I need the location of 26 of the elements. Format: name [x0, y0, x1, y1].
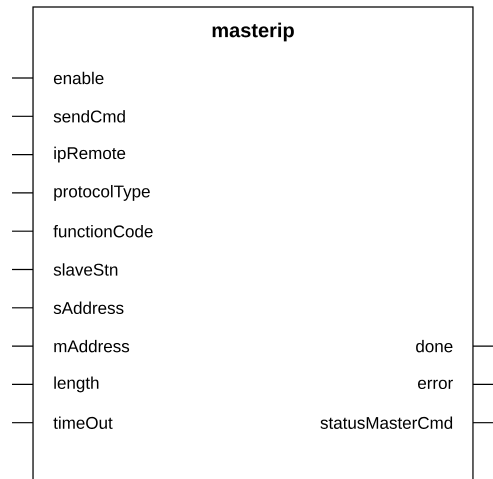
- pin-label: statusMasterCmd: [320, 416, 452, 429]
- pin-line: [473, 346, 493, 347]
- pin-label: mAddress: [54, 340, 130, 352]
- pin-label: slaveStn: [54, 263, 118, 276]
- pin-line: [12, 77, 33, 79]
- pin-label: protocolType: [54, 184, 150, 201]
- pin-line: [12, 192, 33, 194]
- pin-label: sendCmd: [54, 110, 125, 123]
- pin-line: [12, 346, 33, 347]
- pin-line: [12, 422, 33, 424]
- pin-label: enable: [54, 72, 104, 84]
- pin-line: [12, 154, 33, 156]
- pin-label: timeOut: [53, 416, 113, 429]
- pin-line: [473, 384, 493, 385]
- pin-line: [12, 116, 33, 117]
- pin-line: [12, 230, 33, 232]
- pin-label: length: [54, 376, 98, 392]
- pin-label: sAddress: [54, 302, 124, 314]
- pin-label: ipRemote: [54, 146, 126, 163]
- pin-line: [12, 307, 33, 308]
- pin-label: error: [418, 380, 453, 390]
- pin-line: [12, 268, 33, 270]
- pin-line: [473, 422, 493, 424]
- pin-label: done: [416, 340, 452, 352]
- pin-label: functionCode: [53, 224, 153, 238]
- pin-line: [12, 384, 33, 385]
